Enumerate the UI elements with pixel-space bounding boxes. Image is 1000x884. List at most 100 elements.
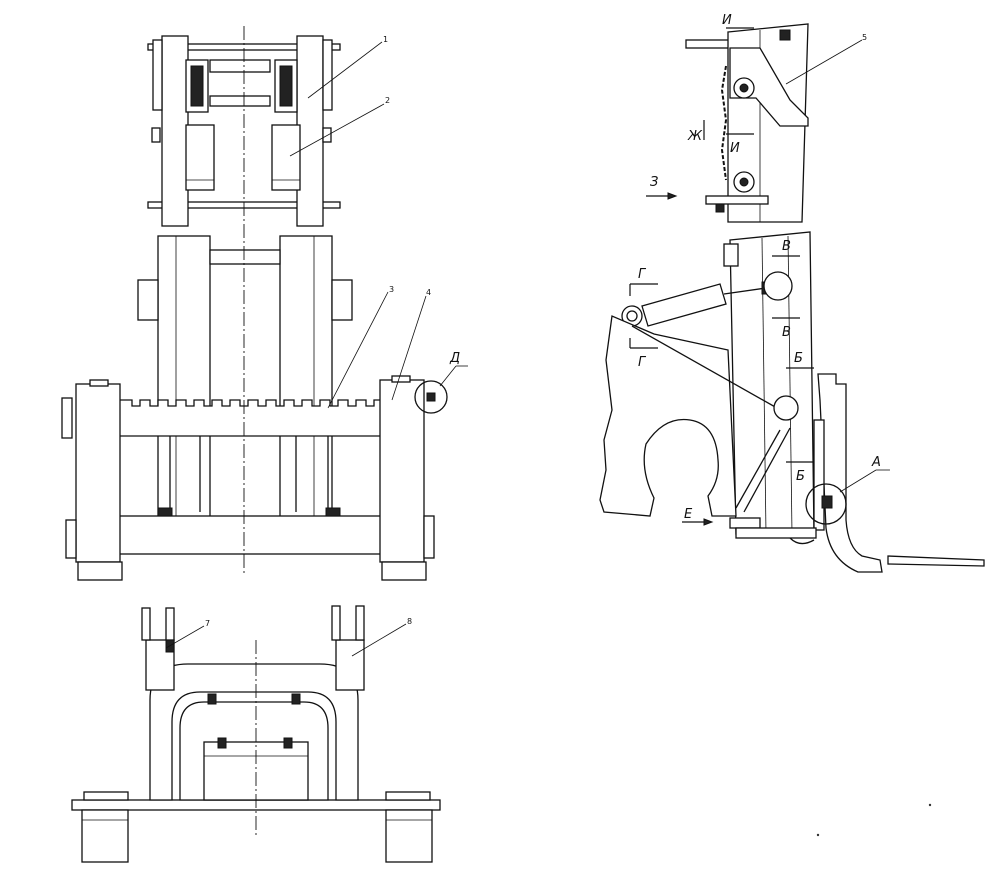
leader-4: [391, 295, 427, 401]
top-view: 7 8: [71, 605, 441, 863]
left-cylinder: [185, 124, 215, 191]
bolt: [283, 737, 293, 749]
foot-curve: [789, 537, 815, 545]
position-number-1: 1: [383, 35, 388, 44]
diagonal-strut-edge: [743, 427, 791, 513]
bolt: [291, 693, 301, 705]
lower-rail: [209, 249, 281, 265]
left-foot-block: [77, 561, 123, 581]
left-foot-plate: [65, 519, 77, 559]
leader-8: [351, 623, 407, 657]
position-number-5: 5: [862, 33, 867, 42]
lower-right-column: [279, 235, 333, 537]
position-number-2: 2: [385, 96, 390, 105]
right-fork-tine-b: [355, 605, 365, 641]
leader-5: [785, 39, 863, 85]
right-fork-arm: [335, 639, 365, 691]
section-label-g-top: Г: [638, 267, 647, 282]
position-number-7: 7: [205, 619, 210, 628]
upper-gusset: [729, 47, 809, 127]
front-view: 1 2 3 4 Д: [61, 26, 468, 581]
detail-a-callout-circle: [805, 483, 847, 525]
section-label-v-top: В: [782, 239, 791, 254]
view-e-arrow-head: [703, 518, 714, 526]
right-outer-post: [379, 379, 425, 563]
toothed-crossbeam: [117, 399, 383, 437]
upper-left-column: [161, 35, 189, 227]
upper-rail-bottom: [209, 95, 271, 107]
detail-d-callout-circle: [414, 380, 448, 414]
section-label-b-bottom: Б: [796, 469, 805, 484]
left-base-bracket: [83, 791, 129, 801]
right-foot-plate: [423, 515, 435, 559]
lift-chain: [720, 65, 728, 181]
upper-carriage-roller: [763, 271, 793, 301]
section-label-zh: Ж: [687, 129, 703, 144]
fork-backplate: [813, 419, 825, 531]
section-label-a: А: [871, 455, 881, 470]
left-post-lug: [61, 397, 73, 439]
left-outer-post: [75, 383, 121, 563]
bolt: [217, 737, 227, 749]
cylinder-rod: [723, 287, 767, 295]
right-side-boss: [331, 279, 353, 321]
view-ze-arrow-head: [667, 192, 678, 200]
section-label-i-top: И: [722, 13, 732, 28]
position-number-3: 3: [389, 285, 394, 294]
section-label-e: Е: [684, 507, 693, 522]
lower-left-column: [157, 235, 211, 537]
section-label-d: Д: [449, 351, 460, 366]
left-side-boss: [137, 279, 159, 321]
leader-1: [307, 41, 383, 99]
top-bolt: [779, 29, 791, 41]
mast-foot: [735, 527, 817, 539]
leader-2: [289, 103, 385, 157]
upper-pulley-hub: [739, 83, 749, 93]
left-post-cap: [89, 379, 109, 387]
lower-bracket-arm: [705, 195, 769, 205]
section-label-ze: З: [650, 175, 658, 190]
position-number-4: 4: [426, 288, 431, 297]
detail-a-bolt: [821, 495, 833, 509]
tie-bar: [631, 325, 785, 413]
leader-d: [439, 365, 457, 387]
hydraulic-cylinder: [641, 283, 727, 327]
rod-nut: [157, 507, 173, 517]
section-label-g-bottom: Г: [638, 355, 647, 370]
upper-rail-top: [209, 59, 271, 73]
left-fork-tine-a: [141, 607, 151, 641]
section-label-b-top: Б: [794, 351, 803, 366]
upper-right-side-plate: [322, 39, 333, 111]
position-number-8: 8: [407, 617, 412, 626]
side-view: И И Ж З 5 В В: [599, 13, 985, 573]
lower-bottom-cap: [729, 517, 761, 529]
section-label-v-bottom: В: [782, 325, 791, 340]
section-label-i-bottom: И: [730, 141, 740, 156]
upper-left-side-plate: [152, 39, 163, 111]
diagonal-strut: [735, 429, 781, 509]
right-base-bracket: [385, 791, 431, 801]
right-base-foot: [385, 809, 433, 863]
right-post-cap: [391, 375, 411, 383]
upper-right-column: [296, 35, 324, 227]
upper-left-bracket: [151, 127, 161, 143]
lower-carriage-roller: [773, 395, 799, 421]
left-fork-tine-b: [165, 607, 175, 641]
bracket-nut: [715, 203, 725, 213]
left-roller: [190, 65, 204, 107]
leader-a: [839, 469, 877, 493]
bottom-crossbeam: [117, 515, 383, 555]
cylinder-pivot-pin: [626, 310, 638, 322]
rod-nut: [325, 507, 341, 517]
right-cylinder: [271, 124, 301, 191]
fork-tine: [887, 555, 985, 567]
lower-pulley-hub: [739, 177, 749, 187]
detail-d-bolt: [426, 392, 436, 402]
left-base-foot: [81, 809, 129, 863]
upper-right-bracket: [322, 127, 332, 143]
right-foot-block: [381, 561, 427, 581]
bolt: [207, 693, 217, 705]
stray-dot: [928, 803, 932, 807]
